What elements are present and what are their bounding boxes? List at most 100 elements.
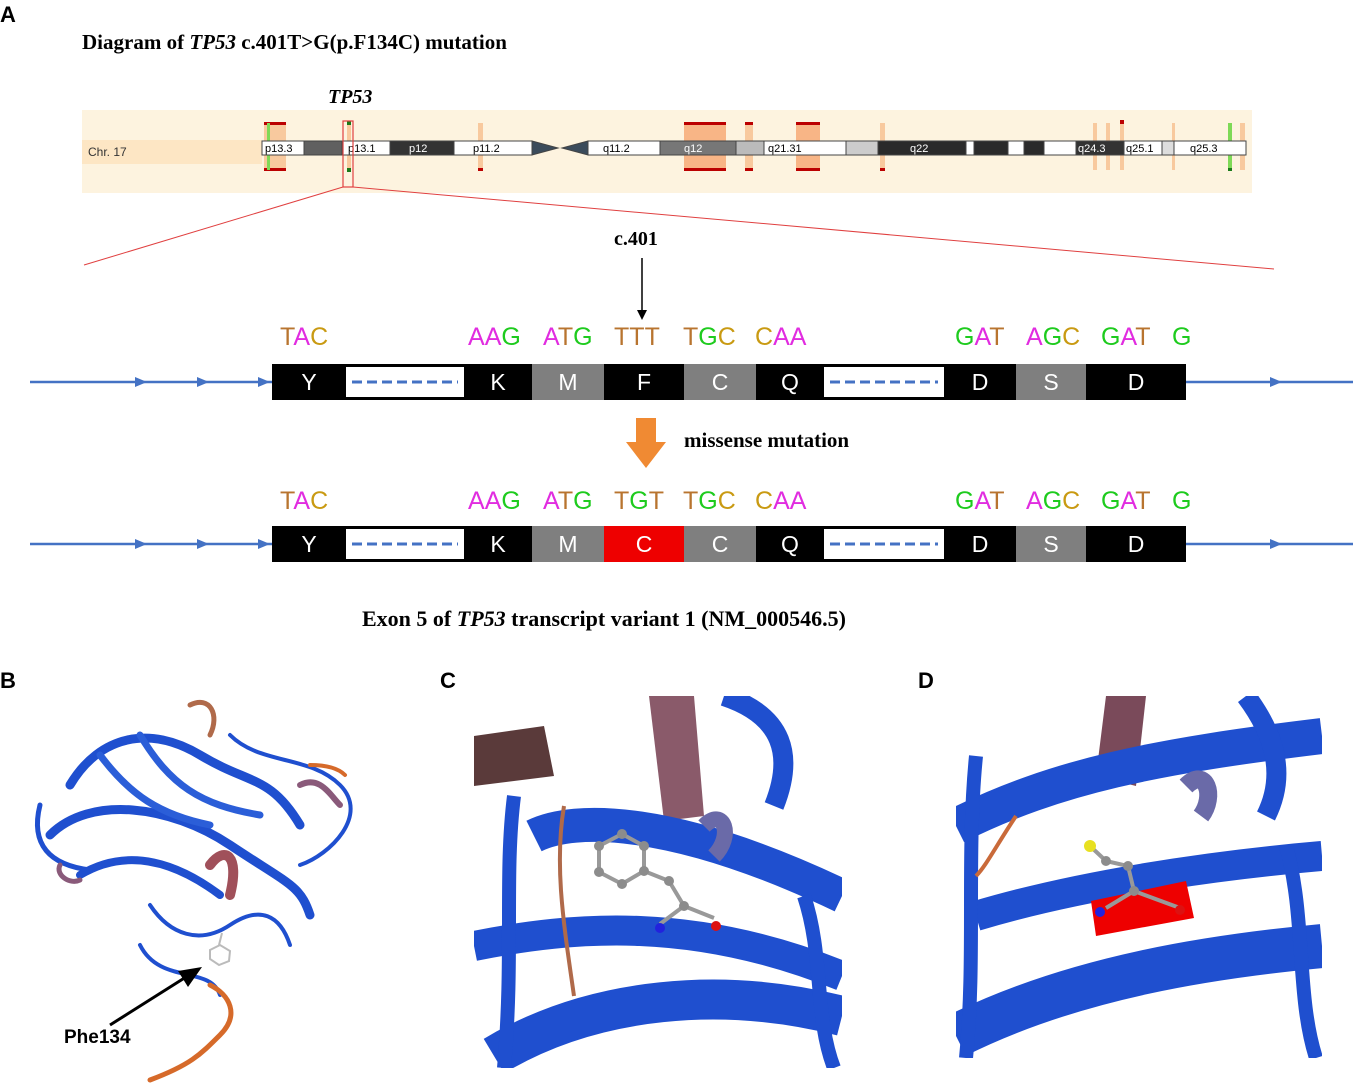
codon: ATG [543,487,593,515]
amino-acid-label: S [1043,369,1058,395]
codon: GAT [955,323,1005,351]
amino-acid-label: S [1043,531,1058,557]
codon: ATG [543,323,593,351]
amino-acid-box [684,364,756,400]
protein-structure-overview: Phe134 [34,699,353,1083]
atom-markers [1084,840,1185,917]
band-label: q24.3 [1078,143,1106,155]
strand-arrow-icon [135,377,147,387]
exon-caption: Exon 5 of TP53 transcript variant 1 (NM_… [362,606,846,631]
codon: TTT [614,323,660,351]
codon: TAC [280,323,328,351]
panel-label-a: A [0,2,16,27]
codon: AGC [1026,487,1080,515]
amino-acid-label: M [558,531,577,557]
band-label: p13.3 [265,143,293,155]
position-label: c.401 [614,228,658,250]
band-label: q21.31 [768,143,802,155]
band-label: q25.3 [1190,143,1218,155]
amino-acid-box [464,364,532,400]
atom-markers [594,829,721,933]
title-suffix: c.401T>G(p.F134C) mutation [235,30,507,54]
amino-acid-box [272,526,346,562]
codon: TGC [683,487,736,515]
position-arrow [637,258,647,320]
band-label: q25.1 [1126,143,1154,155]
tp53-locus-box [342,120,354,188]
amino-acid-box [532,364,604,400]
phe134-side-chain [209,932,232,967]
amino-acid-box [756,526,824,562]
band-labels: p13.3 p13.1 p12 p11.2 q11.2 q12 q21.31 q… [265,143,1218,155]
strand-arrow-icon [197,377,209,387]
amino-acid-box [464,526,532,562]
amino-acid-label: D [972,369,989,395]
phe134-label: Phe134 [64,1027,131,1048]
amino-acid-box [1086,364,1186,400]
strand-arrow-icon [258,377,270,387]
amino-acid-label: M [558,369,577,395]
codon: TAC [280,487,328,515]
gene-label: TP53 [328,86,373,108]
strand-arrow-icon [1270,377,1282,387]
amino-acid-box [944,364,1016,400]
amino-acid-box [684,526,756,562]
chromosome-bands [261,140,1247,156]
band-label: q22 [910,143,928,155]
amino-acid-box [944,526,1016,562]
amino-acid-box [1086,526,1186,562]
codon: TGT [614,487,664,515]
panel-label-d: D [918,668,934,693]
panel-label-c: C [440,668,456,693]
amino-acid-label: D [972,531,989,557]
amino-acid-label: Y [301,531,316,557]
mutation-label: missense mutation [684,428,850,452]
strand-arrow-icon [1270,539,1282,549]
panel-label-b: B [0,668,16,693]
strand-arrow-icon [258,539,270,549]
codon: G [1172,323,1191,351]
codon: CAA [755,487,807,515]
strand-arrow-icon [135,539,147,549]
zoom-line-left [83,186,344,266]
amino-acid-label: C [712,531,729,557]
codon: AAG [468,487,521,515]
amino-acid-label: D [1128,369,1145,395]
amino-acid-box [604,526,684,562]
codon: GAT [1101,487,1151,515]
amino-acid-label: C [636,531,653,557]
amino-acid-label: Q [781,531,799,557]
codon: AAG [468,323,521,351]
wild-type-closeup [474,696,842,1068]
amino-acid-box [272,364,346,400]
band-label: p13.1 [348,143,376,155]
amino-acid-label: C [712,369,729,395]
amino-acid-label: Q [781,369,799,395]
amino-acid-label: D [1128,531,1145,557]
amino-acid-label: F [637,369,651,395]
title-gene: TP53 [189,30,236,54]
codon: TGC [683,323,736,351]
zoom-line-right [352,186,1275,270]
codon: G [1172,487,1191,515]
amino-acid-label: K [490,369,506,395]
amino-acid-box [532,526,604,562]
title-prefix: Diagram of [82,30,190,54]
codon: AGC [1026,323,1080,351]
panel-a-title: Diagram of TP53 c.401T>G(p.F134C) mutati… [82,30,507,55]
cysteine-side-chain [1088,844,1181,910]
strand-arrow-icon [197,539,209,549]
chromosome-ideogram: Chr. 17 [82,110,1275,270]
amino-acid-box [604,364,684,400]
mutant-closeup [956,696,1322,1058]
amino-acid-label: Y [301,369,316,395]
amino-acid-box [756,364,824,400]
codon: GAT [1101,323,1151,351]
band-label: q12 [684,143,702,155]
